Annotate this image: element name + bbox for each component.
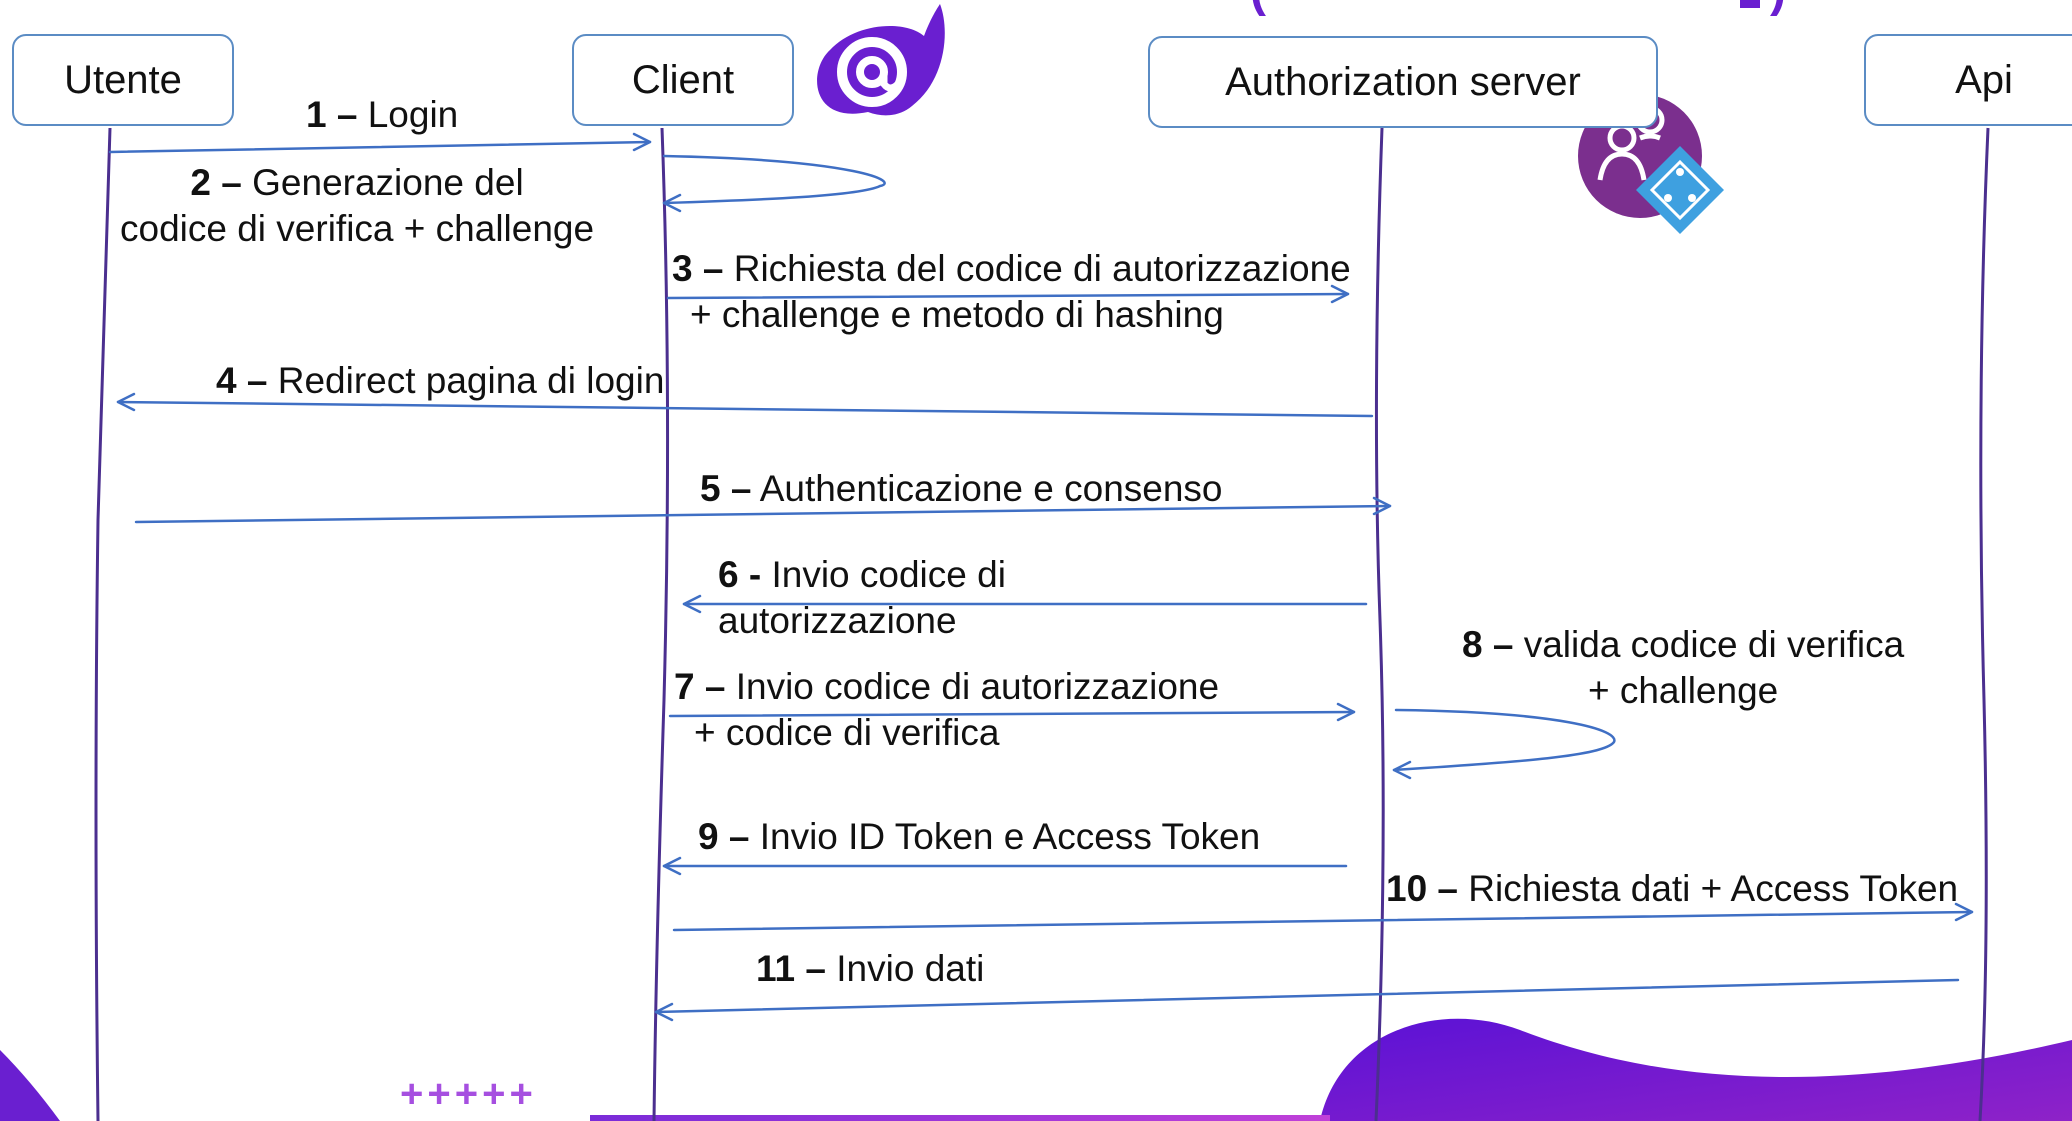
- message-8-text: valida codice di verifica: [1523, 624, 1905, 665]
- arrow-5: [134, 496, 1392, 524]
- message-10-num: 10 –: [1386, 868, 1459, 909]
- message-11-num: 11 –: [756, 948, 826, 989]
- actor-auth-label: Authorization server: [1225, 59, 1581, 104]
- arrow-8-self-loop: [1392, 708, 1616, 780]
- title-fragment-paren: ): [1770, 0, 1786, 17]
- message-1-num: 1 –: [306, 94, 358, 135]
- message-2-text: Generazione del: [252, 162, 524, 203]
- message-11-text: Invio dati: [836, 948, 985, 989]
- actor-utente: Utente: [12, 34, 234, 126]
- message-6-text: Invio codice di: [771, 554, 1006, 595]
- message-3-num: 3 –: [672, 248, 724, 289]
- arrow-11: [654, 978, 1960, 1022]
- purple-blob: [1320, 1018, 2072, 1121]
- message-9-num: 9 –: [698, 816, 750, 857]
- message-7-num: 7 –: [674, 666, 726, 707]
- message-5-text: Authenticazione e consenso: [759, 468, 1223, 509]
- message-1: 1 – Login: [306, 92, 458, 138]
- bottom-bar: [590, 1115, 1330, 1121]
- arrow-1: [108, 132, 652, 154]
- message-4-num: 4 –: [216, 360, 268, 401]
- corner-wave-left: [0, 1050, 60, 1121]
- message-2-text2: codice di verifica + challenge: [120, 208, 595, 250]
- lifeline-auth-server: [1374, 127, 1385, 1121]
- actor-api-label: Api: [1955, 57, 2013, 102]
- actor-utente-label: Utente: [64, 57, 182, 102]
- message-8: 8 – valida codice di verifica + challeng…: [1462, 622, 1904, 715]
- message-7-text2: + codice di verifica: [694, 712, 1000, 754]
- message-4: 4 – Redirect pagina di login: [216, 358, 664, 404]
- message-3-text: Richiesta del codice di autorizzazione: [733, 248, 1351, 289]
- message-1-text: Login: [367, 94, 459, 135]
- message-6: 6 - Invio codice di autorizzazione: [718, 552, 1006, 645]
- message-7: 7 – Invio codice di autorizzazione + cod…: [674, 664, 1219, 757]
- message-9: 9 – Invio ID Token e Access Token: [698, 814, 1260, 860]
- actor-client-label: Client: [631, 57, 735, 102]
- message-5-num: 5 –: [700, 468, 752, 509]
- actor-api: Api: [1864, 34, 2072, 126]
- arrow-6: [682, 594, 1368, 614]
- message-8-num: 8 –: [1462, 624, 1514, 665]
- message-6-num: 6 -: [718, 554, 762, 595]
- message-2-num: 2 –: [190, 162, 242, 203]
- arrow-3: [666, 284, 1350, 304]
- message-4-text: Redirect pagina di login: [277, 360, 665, 401]
- message-2: 2 – Generazione del codice di verifica +…: [120, 160, 594, 253]
- actor-client: Client: [572, 34, 794, 126]
- lifeline-client: [652, 127, 670, 1121]
- arrow-10: [672, 902, 1974, 932]
- arrow-2-self-loop: [662, 154, 886, 213]
- lifeline-api: [1978, 127, 1990, 1121]
- actor-authorization-server: Authorization server: [1148, 36, 1658, 128]
- message-3: 3 – Richiesta del codice di autorizzazio…: [672, 246, 1351, 339]
- message-10: 10 – Richiesta dati + Access Token: [1386, 866, 1958, 912]
- lifeline-utente: [94, 127, 112, 1121]
- arrow-4: [116, 392, 1374, 418]
- message-3-text2: + challenge e metodo di hashing: [690, 294, 1224, 336]
- message-5: 5 – Authenticazione e consenso: [700, 466, 1223, 512]
- title-fragment-mark: [1740, 0, 1760, 8]
- decorative-pluses: +++++: [400, 1072, 537, 1116]
- title-fragment: (: [1250, 0, 1266, 17]
- message-8-text2: + challenge: [1587, 670, 1779, 712]
- message-7-text: Invio codice di autorizzazione: [735, 666, 1220, 707]
- arrow-9: [662, 856, 1348, 876]
- blazor-logo-icon: [817, 4, 945, 116]
- arrow-7: [668, 702, 1356, 722]
- message-9-text: Invio ID Token e Access Token: [759, 816, 1261, 857]
- message-10-text: Richiesta dati + Access Token: [1468, 868, 1959, 909]
- message-6-text2: autorizzazione: [718, 600, 957, 642]
- message-11: 11 – Invio dati: [756, 946, 984, 992]
